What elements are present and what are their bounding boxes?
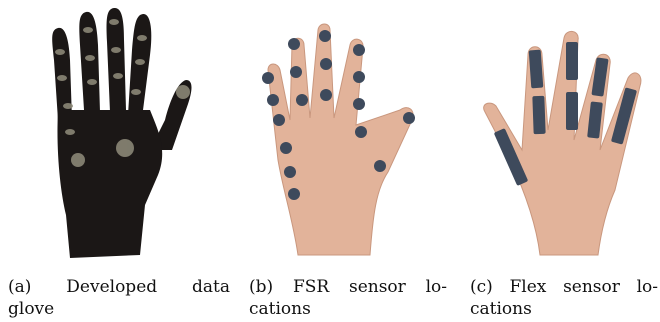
caption-a-line-2: glove (8, 298, 230, 320)
caption-b-label: (b) (249, 276, 273, 298)
caption-b-word-1: FSR (293, 276, 329, 298)
caption-c-word-2: sensor (563, 276, 620, 298)
flex-hand-panel (450, 0, 660, 270)
caption-c-word-3: lo- (637, 276, 658, 298)
caption-c: (c) Flex sensor lo- cations (470, 276, 658, 320)
caption-b-word-3: lo- (426, 276, 447, 298)
caption-c-line-2: cations (470, 298, 658, 320)
caption-a-word-1: Developed (66, 276, 157, 298)
fsr-hand-panel (238, 0, 448, 270)
glove-photo-panel (0, 0, 230, 270)
caption-a: (a) Developed data glove (8, 276, 230, 320)
caption-c-label: (c) (470, 276, 493, 298)
caption-b-word-2: sensor (349, 276, 406, 298)
caption-b: (b) FSR sensor lo- cations (249, 276, 447, 320)
caption-a-label: (a) (8, 276, 31, 298)
glove-photo (0, 0, 230, 270)
fsr-hand-diagram (238, 0, 448, 270)
caption-b-line-2: cations (249, 298, 447, 320)
caption-a-word-2: data (192, 276, 230, 298)
caption-c-word-1: Flex (509, 276, 546, 298)
flex-hand-diagram (450, 0, 660, 270)
